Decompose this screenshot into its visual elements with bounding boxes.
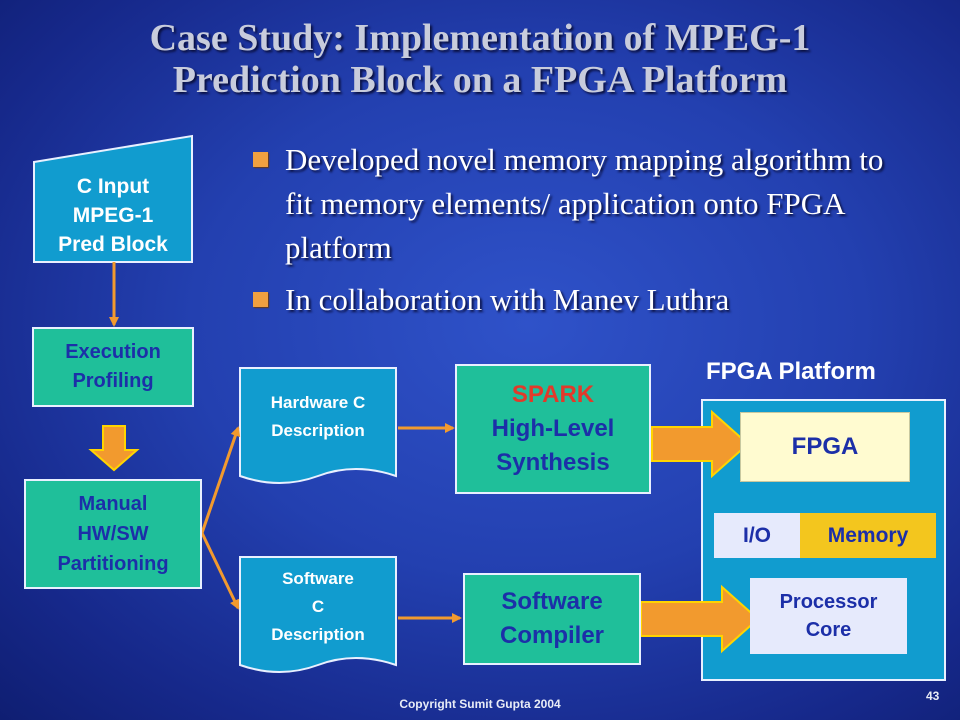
high-level-synthesis-label: High-Level Synthesis (491, 415, 615, 476)
software-compiler-box: Software Compiler (463, 573, 641, 665)
bullet-text: In collaboration with Manev Luthra (285, 282, 730, 317)
c-input-label: C Input MPEG-1 Pred Block (58, 174, 168, 256)
memory-box: Memory (800, 513, 936, 558)
fpga-platform-label: FPGA Platform (706, 358, 876, 385)
bullet-item: Developed novel memory mapping algorithm… (253, 138, 893, 270)
software-c-document-shape (239, 556, 397, 673)
spark-label: SPARK (511, 381, 595, 408)
bullet-list: Developed novel memory mapping algorithm… (253, 138, 893, 330)
manual-partitioning-box: Manual HW/SW Partitioning (24, 479, 202, 589)
bullet-item: In collaboration with Manev Luthra (253, 278, 893, 322)
bullet-square-icon (253, 292, 268, 307)
execution-profiling-box: Execution Profiling (32, 327, 194, 407)
big-arrow-compiler-to-processor-icon (640, 584, 760, 654)
processor-core-box: Processor Core (750, 578, 907, 654)
slide-title-line-2: Prediction Block on a FPGA Platform (172, 59, 788, 101)
bullet-text: Developed novel memory mapping algorithm… (285, 142, 884, 265)
slide-title-line-1: Case Study: Implementation of MPEG-1 (149, 17, 811, 59)
c-input-shape (33, 134, 193, 263)
io-box: I/O (714, 513, 800, 558)
big-arrow-spark-to-fpga-icon (651, 409, 750, 479)
spark-synthesis-box: SPARK High-Level Synthesis (455, 364, 651, 494)
bullet-square-icon (253, 152, 268, 167)
software-c-description-label: Software C Description (271, 569, 365, 644)
hardware-c-description-label: Hardware C Description (270, 393, 366, 440)
arrow-partition-to-software (200, 532, 240, 610)
block-arrow-down-icon (88, 425, 140, 472)
hardware-c-document-shape (239, 367, 397, 484)
page-number: 43 (926, 689, 940, 703)
copyright-footer: Copyright Sumit Gupta 2004 (399, 697, 561, 711)
fpga-box: FPGA (740, 412, 910, 482)
arrow-partition-to-hardware (200, 426, 241, 534)
